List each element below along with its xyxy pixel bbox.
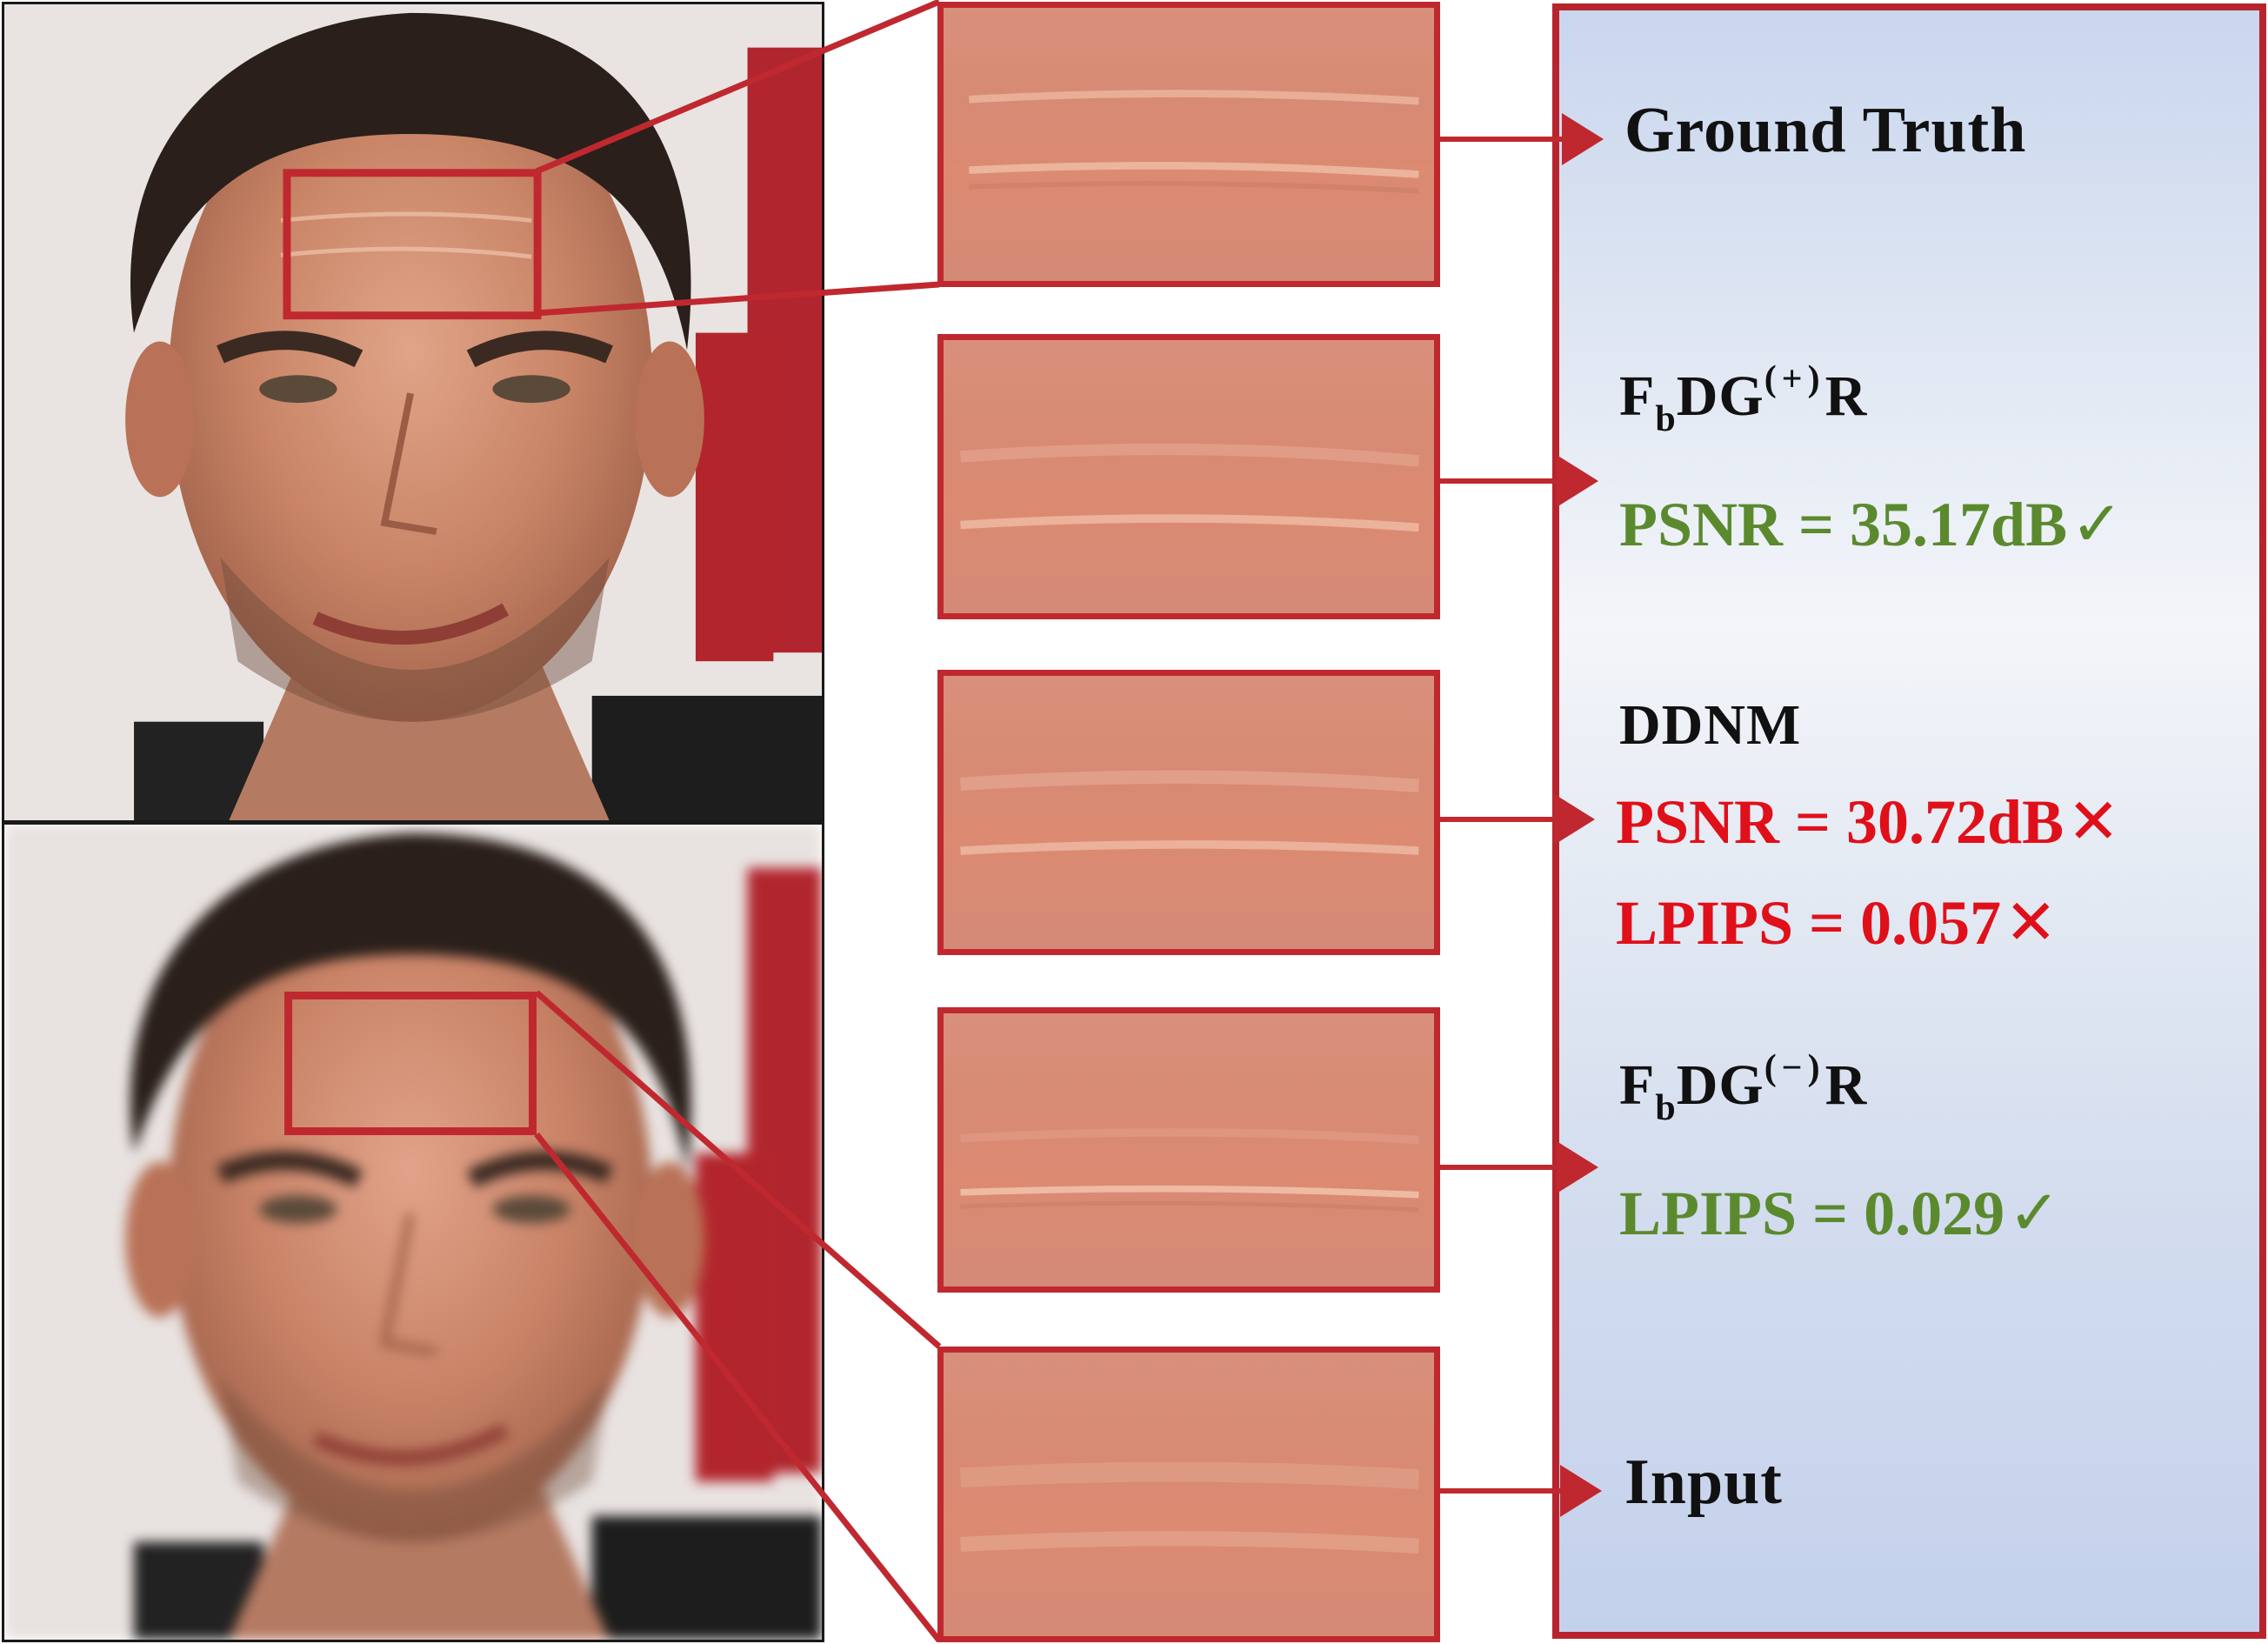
crop-input	[937, 1347, 1440, 1642]
input-face-image	[4, 825, 822, 1640]
method-plus-mid: DG	[1676, 364, 1764, 428]
metric-ddnm-psnr: PSNR = 30.72dB✕	[1616, 785, 2119, 859]
metric-ddnm-lpips-text: LPIPS = 0.057	[1616, 888, 2002, 958]
input-portrait	[2, 822, 824, 1642]
crop-fbdg-plus	[937, 334, 1440, 619]
label-fbdg-minus: FbDG(−)R	[1619, 1048, 1868, 1128]
metric-plus-psnr: PSNR = 35.17dB✓	[1619, 487, 2123, 561]
method-plus-post: R	[1824, 364, 1868, 428]
crop-ground-truth	[937, 2, 1440, 287]
cross-icon: ✕	[2067, 785, 2120, 858]
method-plus-sub: b	[1655, 399, 1677, 439]
cross-icon: ✕	[2005, 885, 2058, 959]
label-input: Input	[1624, 1447, 1783, 1518]
check-icon: ✓	[2071, 487, 2124, 560]
crop-ddnm	[937, 670, 1440, 955]
method-minus-sub: b	[1655, 1088, 1677, 1128]
results-panel	[1552, 3, 2266, 1639]
crop-fbdg-minus	[937, 1007, 1440, 1293]
method-minus-mid: DG	[1676, 1053, 1764, 1117]
method-plus-sup: (+)	[1764, 359, 1825, 399]
method-minus-pre: F	[1619, 1053, 1656, 1117]
check-icon: ✓	[2008, 1176, 2061, 1249]
ground-truth-zoom-box	[283, 169, 542, 320]
method-minus-post: R	[1824, 1053, 1868, 1117]
metric-ddnm-lpips: LPIPS = 0.057✕	[1616, 885, 2057, 959]
label-ddnm: DDNM	[1619, 693, 1802, 757]
method-minus-sup: (−)	[1764, 1048, 1825, 1088]
ground-truth-face-image	[4, 4, 822, 820]
ground-truth-portrait	[2, 2, 824, 823]
label-ground-truth: Ground Truth	[1624, 95, 2027, 166]
metric-minus-lpips-text: LPIPS = 0.029	[1619, 1179, 2005, 1248]
method-plus-pre: F	[1619, 364, 1656, 428]
input-zoom-box	[284, 992, 537, 1135]
metric-minus-lpips: LPIPS = 0.029✓	[1619, 1176, 2060, 1250]
metric-plus-psnr-text: PSNR = 35.17dB	[1619, 490, 2068, 559]
label-fbdg-plus: FbDG(+)R	[1619, 359, 1868, 439]
metric-ddnm-psnr-text: PSNR = 30.72dB	[1616, 787, 2065, 857]
